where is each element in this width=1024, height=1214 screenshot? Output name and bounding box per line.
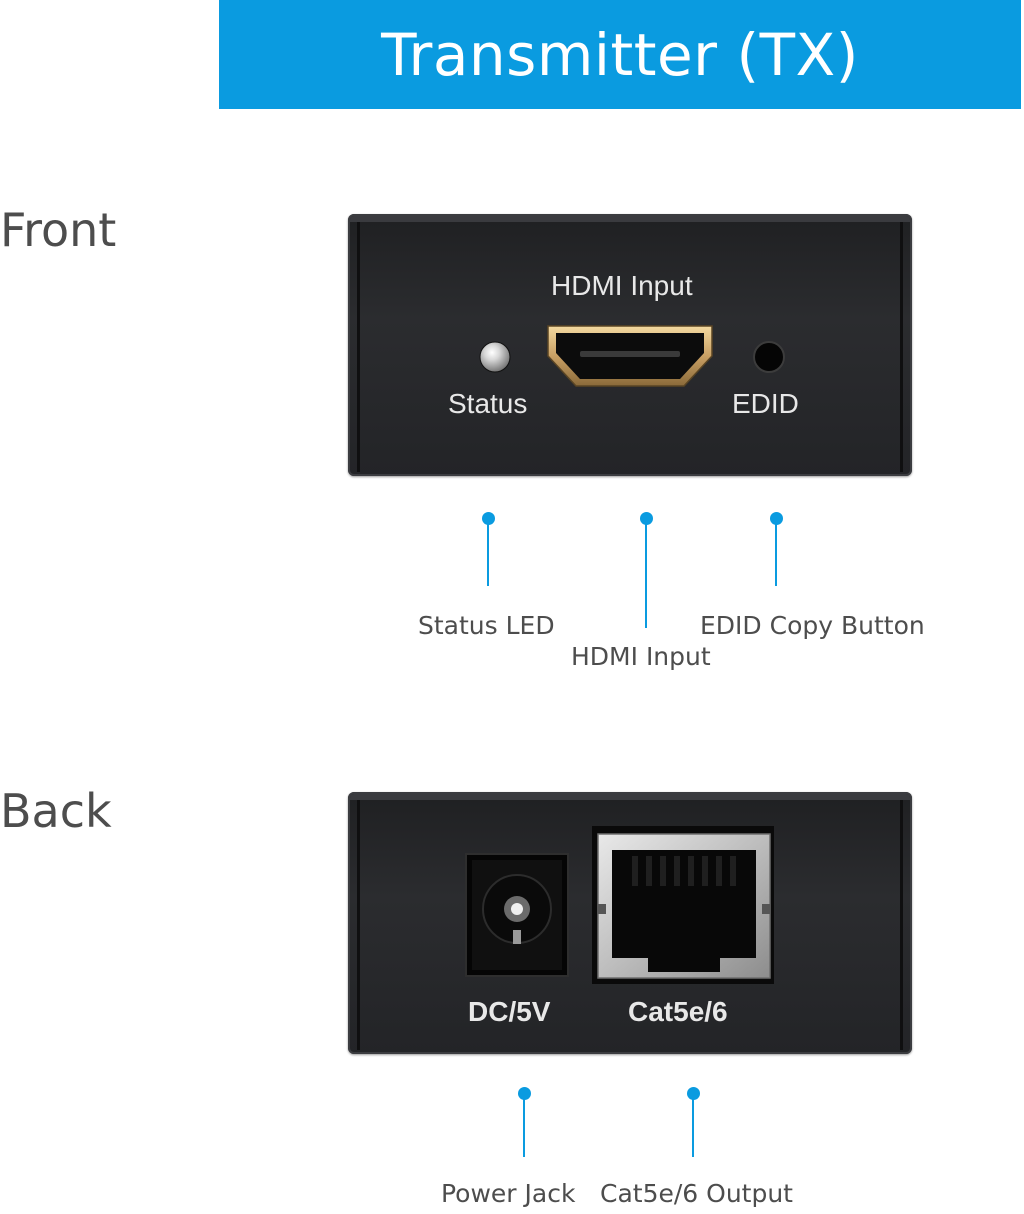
hdmi-port-icon bbox=[547, 325, 713, 387]
status-led-callout-line bbox=[487, 524, 489, 586]
cat-output-callout-line bbox=[692, 1099, 694, 1157]
edid-button-icon bbox=[753, 341, 785, 373]
front-panel-hdmi-label: HDMI Input bbox=[551, 270, 693, 301]
hdmi-input-callout-label: HDMI Input bbox=[571, 642, 711, 671]
title-banner: Transmitter (TX) bbox=[219, 0, 1021, 109]
page-title: Transmitter (TX) bbox=[381, 20, 859, 89]
power-jack-callout-label: Power Jack bbox=[441, 1179, 576, 1208]
back-panel: DC/5V Cat5e/6 bbox=[348, 792, 912, 1054]
power-jack-callout-dot bbox=[518, 1087, 531, 1100]
cat-output-callout-label: Cat5e/6 Output bbox=[600, 1179, 793, 1208]
edid-button-callout-line bbox=[775, 524, 777, 586]
edid-button-callout-label: EDID Copy Button bbox=[700, 611, 925, 640]
front-section-label: Front bbox=[0, 203, 117, 257]
back-panel-dc-label: DC/5V bbox=[468, 996, 551, 1027]
front-panel-status-label: Status bbox=[448, 388, 528, 419]
front-panel-lip bbox=[350, 216, 910, 222]
status-led-callout-label: Status LED bbox=[418, 611, 555, 640]
back-panel-lip bbox=[350, 794, 910, 800]
power-jack-callout-line bbox=[523, 1099, 525, 1157]
status-led-callout-dot bbox=[482, 512, 495, 525]
rj45-port-icon bbox=[592, 826, 774, 984]
back-panel-cat-label: Cat5e/6 bbox=[628, 996, 728, 1027]
back-section-label: Back bbox=[0, 784, 112, 838]
status-led-icon bbox=[479, 341, 511, 373]
hdmi-input-callout-dot bbox=[640, 512, 653, 525]
dc-power-jack-icon bbox=[465, 853, 569, 977]
front-panel-edid-label: EDID bbox=[732, 388, 799, 419]
cat-output-callout-dot bbox=[687, 1087, 700, 1100]
edid-button-callout-dot bbox=[770, 512, 783, 525]
hdmi-input-callout-line bbox=[645, 524, 647, 628]
front-panel: HDMI Input Status EDID bbox=[348, 214, 912, 476]
